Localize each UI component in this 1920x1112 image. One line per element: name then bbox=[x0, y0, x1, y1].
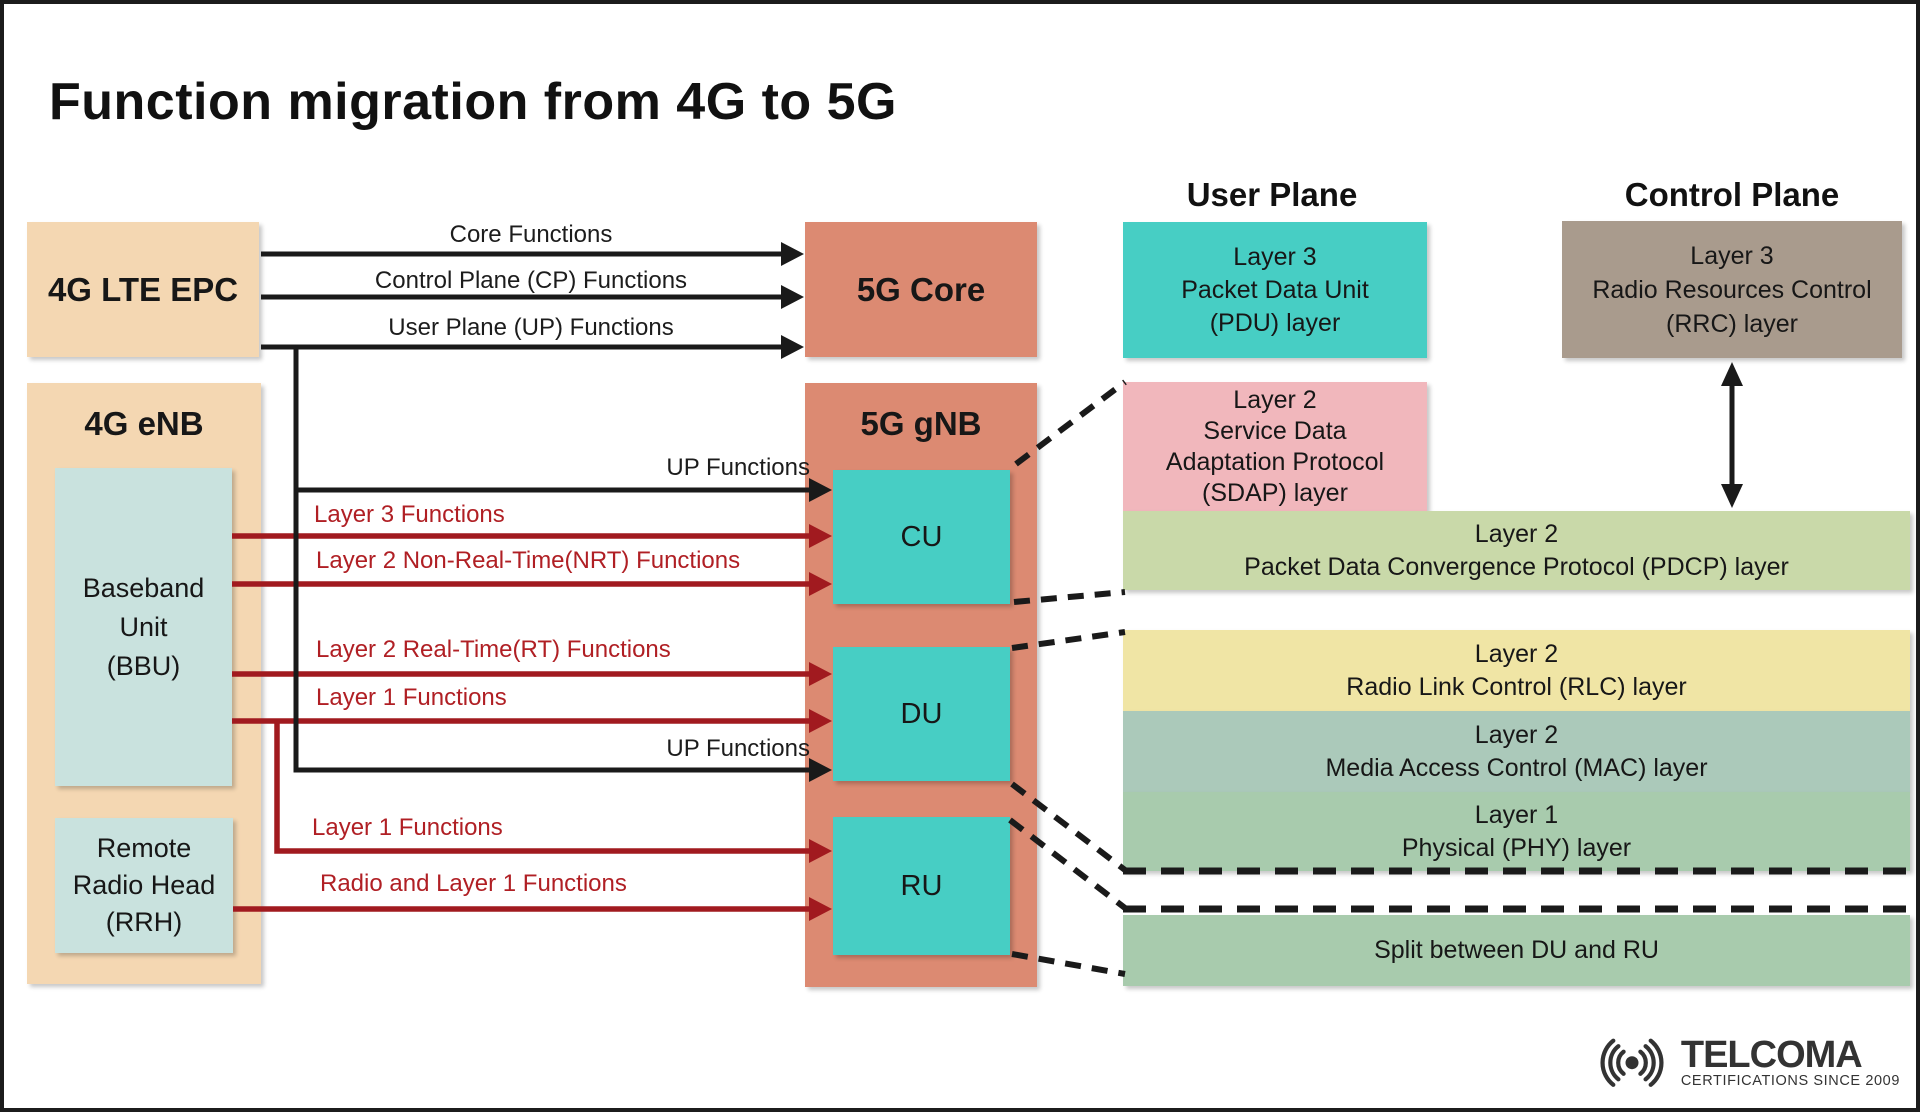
box-du: DU bbox=[833, 647, 1010, 781]
rrh-line-2: Radio Head bbox=[72, 870, 216, 900]
box-remote-radio-head: Remote Radio Head (RRH) bbox=[55, 818, 233, 953]
red-function-arrows bbox=[232, 524, 832, 921]
label-up-functions: User Plane (UP) Functions bbox=[388, 314, 674, 341]
bbu-line-1: Baseband bbox=[82, 572, 205, 603]
pdcp-line-1: Layer 2 bbox=[1474, 519, 1559, 548]
box-layer2-rlc: Layer 2 Radio Link Control (RLC) layer bbox=[1123, 630, 1910, 711]
rrc-line-1: Layer 3 bbox=[1690, 241, 1774, 270]
box-layer2-pdcp: Layer 2 Packet Data Convergence Protocol… bbox=[1123, 511, 1910, 590]
box-layer2-mac: Layer 2 Media Access Control (MAC) layer bbox=[1123, 711, 1910, 792]
box-ru: RU bbox=[833, 817, 1010, 955]
rrc-line-2: Radio Resources Control bbox=[1592, 275, 1872, 304]
phy-line-1: Layer 1 bbox=[1474, 800, 1559, 829]
logo-tagline: CERTIFICATIONS SINCE 2009 bbox=[1680, 1073, 1900, 1089]
label-layer3-functions: Layer 3 Functions bbox=[314, 501, 505, 528]
label-layer1-functions-du: Layer 1 Functions bbox=[316, 684, 507, 711]
box-5g-core: 5G Core bbox=[805, 222, 1037, 357]
pdu-line-1: Layer 3 bbox=[1233, 242, 1317, 271]
rrc-pdcp-double-arrow bbox=[1721, 362, 1743, 508]
label-layer1-functions-ru: Layer 1 Functions bbox=[312, 814, 503, 841]
split-label: Split between DU and RU bbox=[1374, 936, 1659, 964]
box-layer3-pdu: Layer 3 Packet Data Unit (PDU) layer bbox=[1123, 222, 1427, 358]
bbu-line-2: Unit bbox=[119, 611, 168, 642]
label-core-functions: Core Functions bbox=[449, 221, 613, 248]
enb-label: 4G eNB bbox=[84, 405, 204, 442]
control-plane-header: Control Plane bbox=[1624, 176, 1840, 213]
pdu-line-3: (PDU) layer bbox=[1209, 308, 1341, 337]
ru-label: RU bbox=[900, 869, 943, 902]
label-layer2-rt-functions: Layer 2 Real-Time(RT) Functions bbox=[316, 636, 671, 663]
box-layer1-phy: Layer 1 Physical (PHY) layer bbox=[1123, 792, 1910, 871]
phy-line-2: Physical (PHY) layer bbox=[1401, 833, 1632, 862]
cu-label: CU bbox=[900, 520, 943, 553]
sdap-line-4: (SDAP) layer bbox=[1202, 478, 1348, 507]
telcoma-logo: TELCOMA CERTIFICATIONS SINCE 2009 bbox=[1591, 1034, 1900, 1092]
user-plane-header: User Plane bbox=[1186, 176, 1358, 213]
rrh-line-1: Remote bbox=[96, 833, 192, 863]
epc-label: 4G LTE EPC bbox=[47, 270, 239, 308]
page-title: Function migration from 4G to 5G bbox=[49, 73, 897, 131]
box-cu: CU bbox=[833, 470, 1010, 604]
gnb-label: 5G gNB bbox=[860, 405, 982, 442]
rrh-line-3: (RRH) bbox=[105, 907, 183, 937]
pdcp-line-2: Packet Data Convergence Protocol (PDCP) … bbox=[1244, 552, 1789, 581]
radio-waves-icon bbox=[1600, 1038, 1664, 1087]
box-baseband-unit: Baseband Unit (BBU) bbox=[55, 468, 232, 786]
bbu-line-3: (BBU) bbox=[106, 650, 181, 681]
box-layer3-rrc: Layer 3 Radio Resources Control (RRC) la… bbox=[1562, 221, 1902, 358]
label-layer2-nrt-functions: Layer 2 Non-Real-Time(NRT) Functions bbox=[316, 547, 741, 574]
logo-name: TELCOMA bbox=[1680, 1034, 1863, 1076]
sdap-line-3: Adaptation Protocol bbox=[1165, 447, 1385, 476]
label-up-functions-cu: UP Functions bbox=[666, 454, 810, 481]
box-split-du-ru: Split between DU and RU bbox=[1123, 915, 1910, 986]
pdu-line-2: Packet Data Unit bbox=[1181, 275, 1369, 304]
core-label: 5G Core bbox=[856, 270, 986, 308]
sdap-line-2: Service Data bbox=[1203, 416, 1347, 445]
label-up-functions-du: UP Functions bbox=[666, 735, 810, 762]
box-4g-lte-epc: 4G LTE EPC bbox=[27, 222, 259, 357]
rlc-line-1: Layer 2 bbox=[1474, 639, 1559, 668]
mac-line-2: Media Access Control (MAC) layer bbox=[1325, 753, 1708, 782]
label-cp-functions: Control Plane (CP) Functions bbox=[374, 267, 688, 294]
label-radio-layer1-functions: Radio and Layer 1 Functions bbox=[320, 870, 627, 897]
rlc-line-2: Radio Link Control (RLC) layer bbox=[1346, 672, 1687, 701]
mac-line-1: Layer 2 bbox=[1474, 720, 1559, 749]
box-layer2-sdap: Layer 2 Service Data Adaptation Protocol… bbox=[1123, 382, 1427, 511]
rrc-line-3: (RRC) layer bbox=[1666, 309, 1798, 338]
du-label: DU bbox=[900, 697, 943, 730]
sdap-line-1: Layer 2 bbox=[1233, 385, 1317, 414]
